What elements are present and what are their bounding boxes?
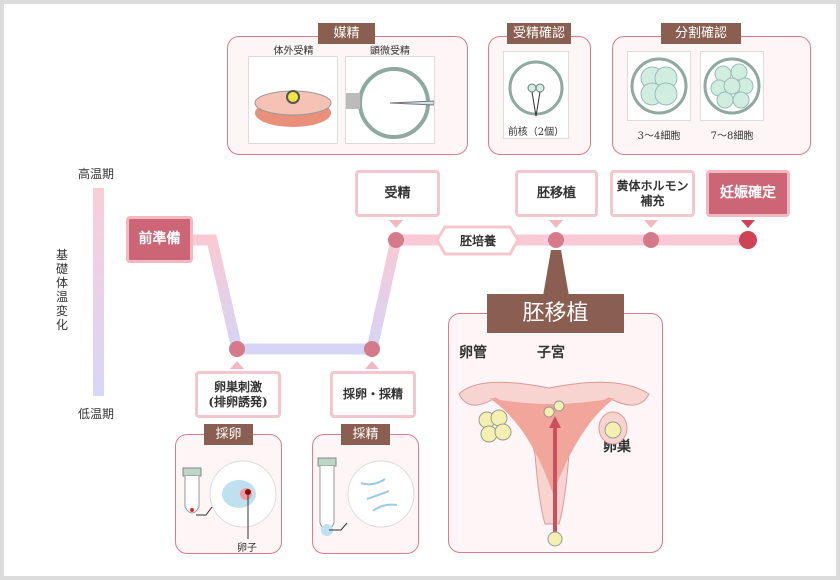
step-luteal: 黄体ホルモン補充 xyxy=(610,170,695,217)
dot-luteal xyxy=(643,232,659,248)
tag-sperm-collection: 採精 xyxy=(341,424,390,445)
tag-embryo-transfer: 胚移植 xyxy=(487,294,624,333)
transfer-pointer xyxy=(543,250,569,296)
egg-retrieval-image xyxy=(182,460,277,539)
axis-high-label: 高温期 xyxy=(78,167,115,181)
step-stimulation: 卵巣刺激(排卵誘発) xyxy=(195,371,281,418)
8-cell-caption: 7〜8細胞 xyxy=(710,131,754,142)
dot-confirmed xyxy=(739,231,757,249)
step-confirmed: 妊娠確定 xyxy=(706,170,790,217)
ivf-dish-image xyxy=(248,56,338,144)
dot-transfer xyxy=(548,232,564,248)
pronuclei-image xyxy=(503,51,569,139)
step-transfer: 胚移植 xyxy=(515,170,598,217)
tag-cleavage: 分割確認 xyxy=(661,23,741,44)
pointer-icon xyxy=(389,220,403,228)
icsi-caption: 顕微受精 xyxy=(370,46,410,57)
luteal-line2: 補充 xyxy=(640,193,665,208)
ivf-caption: 体外受精 xyxy=(273,46,314,57)
tag-fertilization-check: 受精確認 xyxy=(507,23,571,44)
stim-line2: (排卵誘発) xyxy=(208,394,268,409)
sperm-image xyxy=(317,457,415,536)
icsi-image xyxy=(345,56,435,144)
uterus-label: 子宮 xyxy=(537,345,565,361)
panel-egg-retrieval: 卵子 xyxy=(175,434,282,554)
step-fertilization: 受精 xyxy=(355,170,440,217)
panel-embryo-transfer: 卵管 子宮 卵巣 xyxy=(448,313,663,553)
panel-fertilization-check: 前核（2個） xyxy=(488,36,591,155)
4-cell-caption: 3〜4細胞 xyxy=(637,131,681,142)
4-cell-image xyxy=(627,51,691,121)
uterus-illustration xyxy=(458,381,650,547)
pointer-icon xyxy=(549,220,563,228)
step-prep: 前準備 xyxy=(126,216,193,263)
panel-insemination: 体外受精 顕微受精 xyxy=(227,36,468,155)
tag-insemination: 媒精 xyxy=(318,23,375,44)
culture-hexagon xyxy=(435,225,520,256)
pointer-icon xyxy=(230,361,244,369)
step-retrieval: 採卵・採精 xyxy=(330,371,416,418)
panel-sperm-collection xyxy=(312,434,419,554)
pointer-icon xyxy=(644,220,658,228)
pronuclei-caption: 前核（2個） xyxy=(507,127,565,138)
dot-stimulation xyxy=(229,341,245,357)
dot-retrieval xyxy=(364,341,380,357)
dot-fertilization xyxy=(388,232,404,248)
egg-label: 卵子 xyxy=(237,543,257,554)
axis-low-label: 低温期 xyxy=(78,407,115,421)
panel-cleavage: 3〜4細胞 7〜8細胞 xyxy=(612,36,811,155)
tag-egg-retrieval: 採卵 xyxy=(204,424,253,445)
8-cell-image xyxy=(700,51,764,121)
luteal-line1: 黄体ホルモン xyxy=(616,178,689,193)
pointer-icon xyxy=(365,361,379,369)
temperature-axis-bar xyxy=(93,188,104,396)
axis-title: 基礎体温変化 xyxy=(56,248,69,332)
pointer-icon xyxy=(741,220,755,228)
culture-label: 胚培養 xyxy=(459,234,496,248)
tube-label: 卵管 xyxy=(459,345,487,361)
stim-line1: 卵巣刺激 xyxy=(213,379,262,394)
